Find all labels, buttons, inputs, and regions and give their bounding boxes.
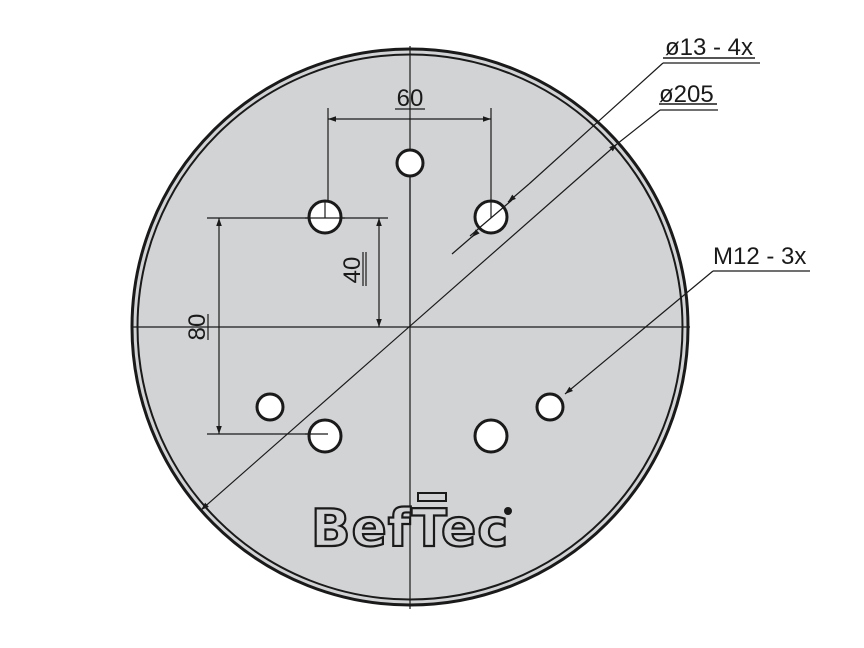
thread-m12-leader xyxy=(564,270,810,395)
hole-13-leader xyxy=(451,62,760,255)
diameter-205-leader xyxy=(200,109,718,511)
logo-text: BefTec xyxy=(311,499,509,559)
logo-dot xyxy=(504,507,512,515)
labels: 60 40 80 ø13 - 4x ø205 M12 - 3x xyxy=(184,34,806,340)
hole-lower-right-thread xyxy=(535,392,565,422)
dim-40-label: 40 xyxy=(339,257,366,284)
dimension-60 xyxy=(327,108,492,217)
hole-lower-left-through xyxy=(307,418,343,454)
callout-thread-m12: M12 - 3x xyxy=(713,243,806,270)
hole-lower-right-through xyxy=(473,418,509,454)
hole-lower-left-thread xyxy=(255,392,285,422)
dim-60-label: 60 xyxy=(397,85,424,112)
logo-t-cap xyxy=(417,492,447,502)
beftec-logo: BefTec xyxy=(310,492,512,560)
callout-hole-13: ø13 - 4x xyxy=(665,34,753,61)
hole-center-top-thread xyxy=(395,148,425,178)
dim-80-label: 80 xyxy=(184,314,211,341)
label-underlines xyxy=(659,57,755,105)
holes xyxy=(255,148,565,454)
hole-overlay-lines xyxy=(305,176,506,435)
